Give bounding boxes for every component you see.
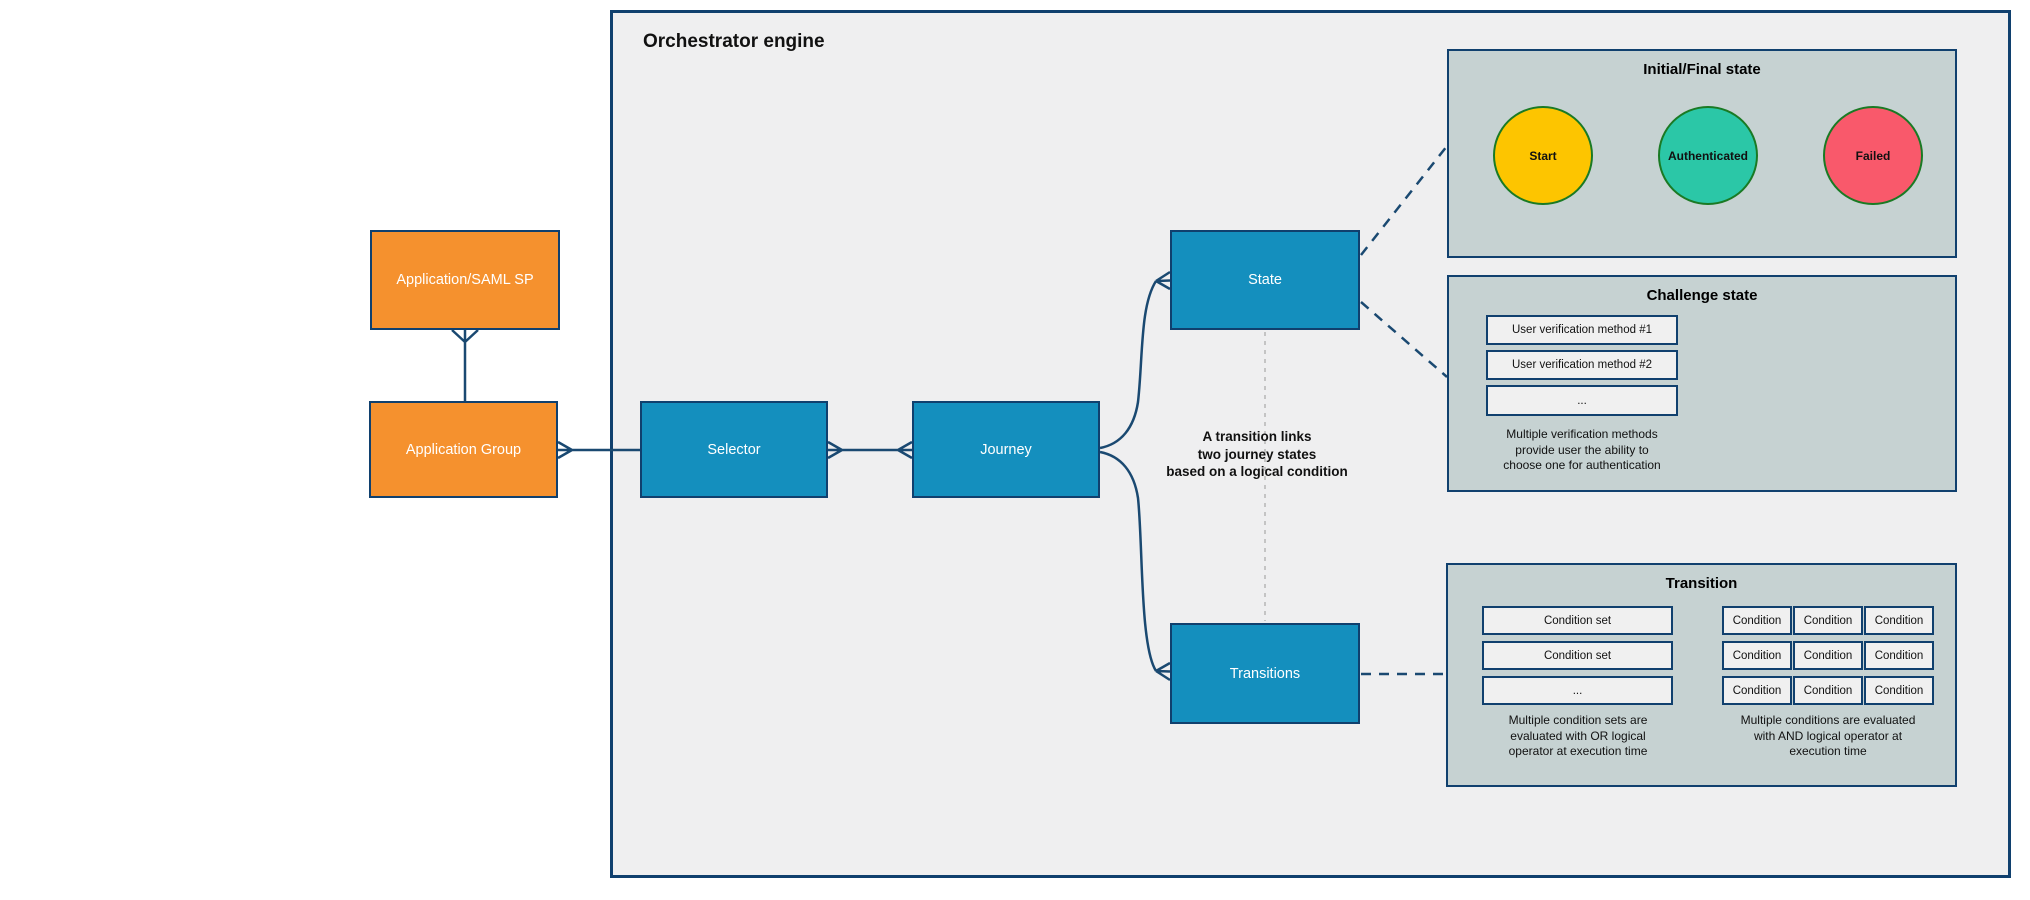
node-journey-label: Journey — [980, 441, 1032, 458]
verification-method-label: User verification method #1 — [1512, 324, 1652, 336]
condition-cell: Condition — [1722, 676, 1792, 705]
condition-cell-label: Condition — [1874, 684, 1924, 697]
condition-cell-label: Condition — [1874, 614, 1924, 627]
condition-cell: Condition — [1864, 641, 1934, 670]
transition-or-caption: Multiple condition sets are evaluated wi… — [1508, 713, 1648, 758]
node-application-group: Application Group — [369, 401, 558, 498]
node-state: State — [1170, 230, 1360, 330]
node-selector-label: Selector — [707, 441, 761, 458]
condition-set-label: Condition set — [1543, 649, 1612, 662]
condition-set-label: Condition set — [1543, 614, 1612, 627]
condition-cell: Condition — [1864, 606, 1934, 635]
state-circle-authenticated: Authenticated — [1658, 106, 1758, 205]
condition-set-box: Condition set — [1482, 606, 1673, 635]
verification-method-box: ... — [1486, 385, 1678, 416]
transition-and-caption: Multiple conditions are evaluated with A… — [1740, 713, 1916, 758]
condition-set-box: Condition set — [1482, 641, 1673, 670]
transition-annotation: A transition links two journey states ba… — [1166, 429, 1348, 479]
node-selector: Selector — [640, 401, 828, 498]
panel-transition: Transition Condition set Condition set .… — [1446, 563, 1957, 787]
condition-cell-label: Condition — [1874, 649, 1924, 662]
node-application-saml-sp-label: Application/SAML SP — [396, 272, 534, 288]
condition-cell: Condition — [1793, 606, 1863, 635]
node-state-label: State — [1248, 272, 1282, 288]
node-transitions: Transitions — [1170, 623, 1360, 724]
state-circle-failed-label: Failed — [1855, 148, 1891, 163]
panel-initial-final-state-title: Initial/Final state — [1643, 61, 1761, 78]
condition-cell: Condition — [1793, 641, 1863, 670]
panel-challenge-state: Challenge state User verification method… — [1447, 275, 1957, 492]
connector-state-to-initial-final — [1360, 145, 1448, 256]
panel-initial-final-state: Initial/Final state Start Authenticated … — [1447, 49, 1957, 258]
connector-group-to-selector — [557, 440, 640, 460]
state-circle-authenticated-label: Authenticated — [1667, 148, 1748, 163]
condition-grid: Condition Condition Condition Condition … — [1722, 606, 1934, 705]
connector-saml-to-group — [451, 329, 479, 401]
condition-cell: Condition — [1722, 606, 1792, 635]
condition-set-box: ... — [1482, 676, 1673, 705]
condition-cell-label: Condition — [1803, 649, 1853, 662]
connector-selector-to-journey — [827, 440, 913, 460]
panel-transition-title: Transition — [1665, 575, 1738, 592]
challenge-state-caption: Multiple verification methods provide us… — [1503, 427, 1661, 472]
condition-cell-label: Condition — [1732, 684, 1782, 697]
condition-cell-label: Condition — [1803, 684, 1853, 697]
condition-set-label: ... — [1572, 684, 1583, 697]
connector-state-to-challenge — [1360, 301, 1448, 378]
verification-method-box: User verification method #1 — [1486, 315, 1678, 345]
state-circle-failed: Failed — [1823, 106, 1923, 205]
panel-challenge-state-title: Challenge state — [1646, 287, 1758, 304]
node-journey: Journey — [912, 401, 1100, 498]
state-circle-start: Start — [1493, 106, 1593, 205]
condition-cell-label: Condition — [1732, 614, 1782, 627]
orchestrator-engine-title: Orchestrator engine — [643, 31, 825, 52]
connector-journey-to-transitions — [1099, 450, 1171, 682]
verification-method-label: User verification method #2 — [1512, 359, 1652, 371]
condition-cell-label: Condition — [1803, 614, 1853, 627]
state-circle-start-label: Start — [1529, 148, 1557, 163]
node-application-saml-sp: Application/SAML SP — [370, 230, 560, 330]
node-application-group-label: Application Group — [405, 441, 522, 458]
condition-cell: Condition — [1722, 641, 1792, 670]
verification-method-label: ... — [1577, 394, 1587, 407]
connector-journey-to-state — [1099, 270, 1171, 450]
condition-cell: Condition — [1793, 676, 1863, 705]
condition-cell: Condition — [1864, 676, 1934, 705]
node-transitions-label: Transitions — [1229, 665, 1301, 682]
condition-cell-label: Condition — [1732, 649, 1782, 662]
verification-method-box: User verification method #2 — [1486, 350, 1678, 380]
